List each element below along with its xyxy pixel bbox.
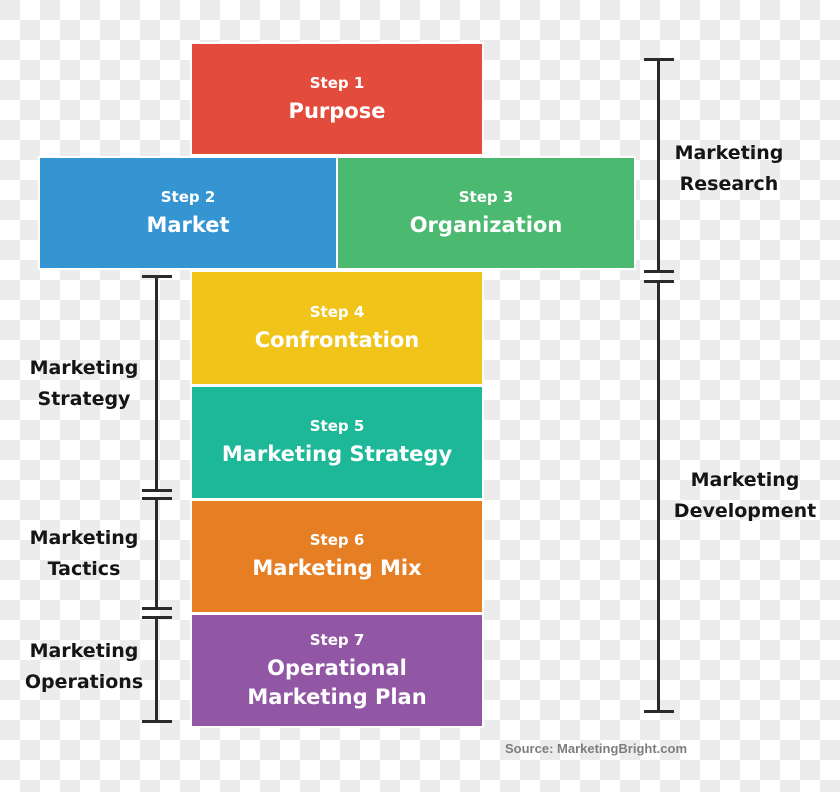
step-6-box: Step 6 Marketing Mix: [190, 499, 484, 614]
step-7-title: Operational Marketing Plan: [247, 655, 427, 709]
marketing-research-label: Marketing Research: [674, 142, 784, 195]
marketing-strategy-label: Marketing Strategy: [29, 357, 139, 410]
bracket-line: [657, 58, 660, 272]
step-6-number: Step 6: [309, 531, 365, 549]
bracket-line: [657, 280, 660, 712]
step-4-box: Step 4 Confrontation: [190, 270, 484, 386]
source-credit: Source: MarketingBright.com: [505, 741, 688, 756]
marketing-development-label: Marketing Development: [673, 469, 817, 522]
marketing-operations-label: Marketing Operations: [24, 640, 144, 693]
step-1-box: Step 1 Purpose: [190, 42, 484, 156]
bracket-line: [155, 616, 158, 722]
step-5-title: Marketing Strategy: [221, 442, 453, 466]
step-1-title: Purpose: [288, 98, 386, 123]
step-7-box: Step 7 Operational Marketing Plan: [190, 613, 484, 728]
step-1-number: Step 1: [309, 73, 365, 92]
step-5-number: Step 5: [309, 417, 365, 435]
marketing-tactics-label: Marketing Tactics: [29, 527, 139, 580]
step-6-title: Marketing Mix: [252, 556, 422, 580]
step-3-box: Step 3 Organization: [336, 156, 636, 270]
step-2-box: Step 2 Market: [38, 156, 338, 270]
bracket-cap: [142, 489, 172, 492]
step-3-title: Organization: [409, 212, 563, 237]
bracket-line: [155, 275, 158, 491]
bracket-cap: [142, 607, 172, 610]
step-5-box: Step 5 Marketing Strategy: [190, 385, 484, 500]
step-2-title: Market: [146, 212, 230, 237]
bracket-cap: [142, 720, 172, 723]
step-4-title: Confrontation: [254, 327, 420, 352]
step-3-number: Step 3: [458, 187, 514, 206]
step-4-number: Step 4: [309, 302, 365, 321]
bracket-cap: [644, 270, 674, 273]
step-2-number: Step 2: [160, 187, 216, 206]
bracket-cap: [644, 710, 674, 713]
bracket-line: [155, 497, 158, 609]
step-7-number: Step 7: [309, 630, 365, 649]
